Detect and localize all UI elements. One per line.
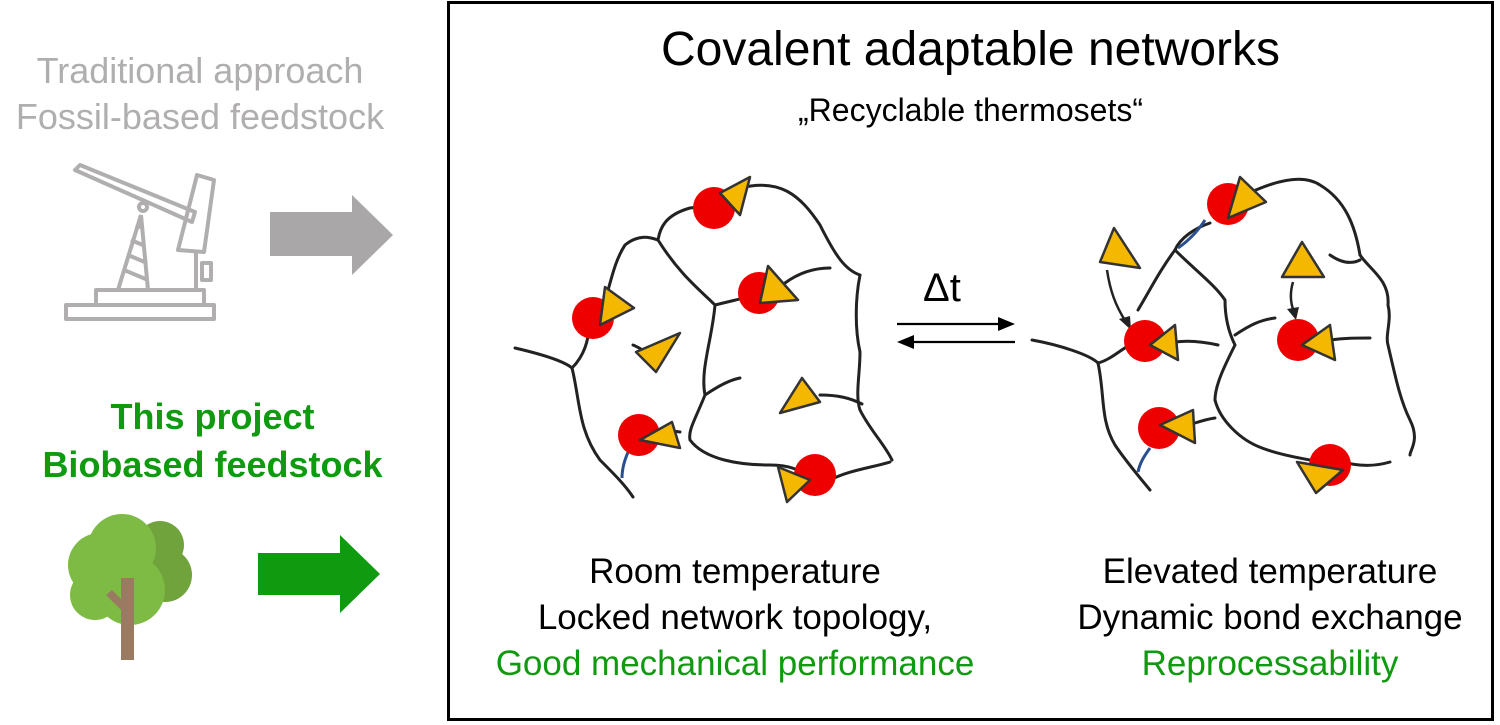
bond-site bbox=[618, 414, 660, 456]
reactive-group bbox=[1280, 240, 1326, 279]
equilibrium-arrows bbox=[897, 317, 1015, 349]
traditional-line1: Traditional approach bbox=[36, 50, 364, 91]
right-state-line3: Reprocessability bbox=[1141, 644, 1399, 683]
arrow-right-icon bbox=[258, 535, 380, 613]
reactive-group bbox=[1158, 408, 1197, 445]
project-line2: Biobased feedstock bbox=[42, 444, 383, 485]
reactive-group bbox=[1148, 323, 1180, 362]
left-state-line3: Good mechanical performance bbox=[495, 644, 975, 683]
network-locked bbox=[513, 175, 894, 504]
reactive-group bbox=[634, 331, 682, 374]
equilibrium-label: Δt bbox=[923, 266, 961, 310]
left-state-line1: Room temperature bbox=[589, 552, 881, 591]
reactive-group bbox=[598, 285, 636, 327]
reactive-group bbox=[1098, 226, 1142, 270]
project-line1: This project bbox=[110, 396, 315, 437]
traditional-approach-label: Traditional approach Fossil-based feedst… bbox=[0, 48, 400, 140]
traditional-line2: Fossil-based feedstock bbox=[15, 96, 385, 137]
covalent-adaptable-networks-panel: Covalent adaptable networks „Recyclable … bbox=[447, 1, 1494, 721]
panel-subtitle: „Recyclable thermosets“ bbox=[798, 92, 1143, 128]
reactive-group bbox=[1295, 460, 1345, 495]
bond-site bbox=[1124, 320, 1166, 362]
reactive-group bbox=[758, 264, 800, 305]
right-state-line2: Dynamic bond exchange bbox=[1077, 598, 1463, 637]
arrow-right-icon bbox=[270, 195, 393, 275]
reactive-group bbox=[1300, 323, 1337, 362]
reactive-group bbox=[778, 376, 822, 415]
bond-site bbox=[1138, 407, 1180, 449]
panel-title: Covalent adaptable networks bbox=[660, 23, 1281, 76]
tree-icon bbox=[68, 514, 192, 660]
right-state-line1: Elevated temperature bbox=[1102, 552, 1438, 591]
left-state-line2: Locked network topology, bbox=[537, 598, 933, 637]
network-dynamic bbox=[1030, 175, 1416, 495]
reactive-group bbox=[638, 420, 682, 450]
this-project-label: This project Biobased feedstock bbox=[0, 393, 425, 489]
left-state-caption: Room temperature Locked network topology… bbox=[450, 549, 1020, 687]
reactive-group bbox=[776, 465, 812, 504]
bond-site bbox=[1277, 319, 1319, 361]
reactive-group bbox=[1226, 175, 1268, 220]
reactive-group bbox=[718, 175, 752, 217]
oil-pump-icon bbox=[64, 163, 216, 321]
right-state-caption: Elevated temperature Dynamic bond exchan… bbox=[1035, 549, 1500, 687]
